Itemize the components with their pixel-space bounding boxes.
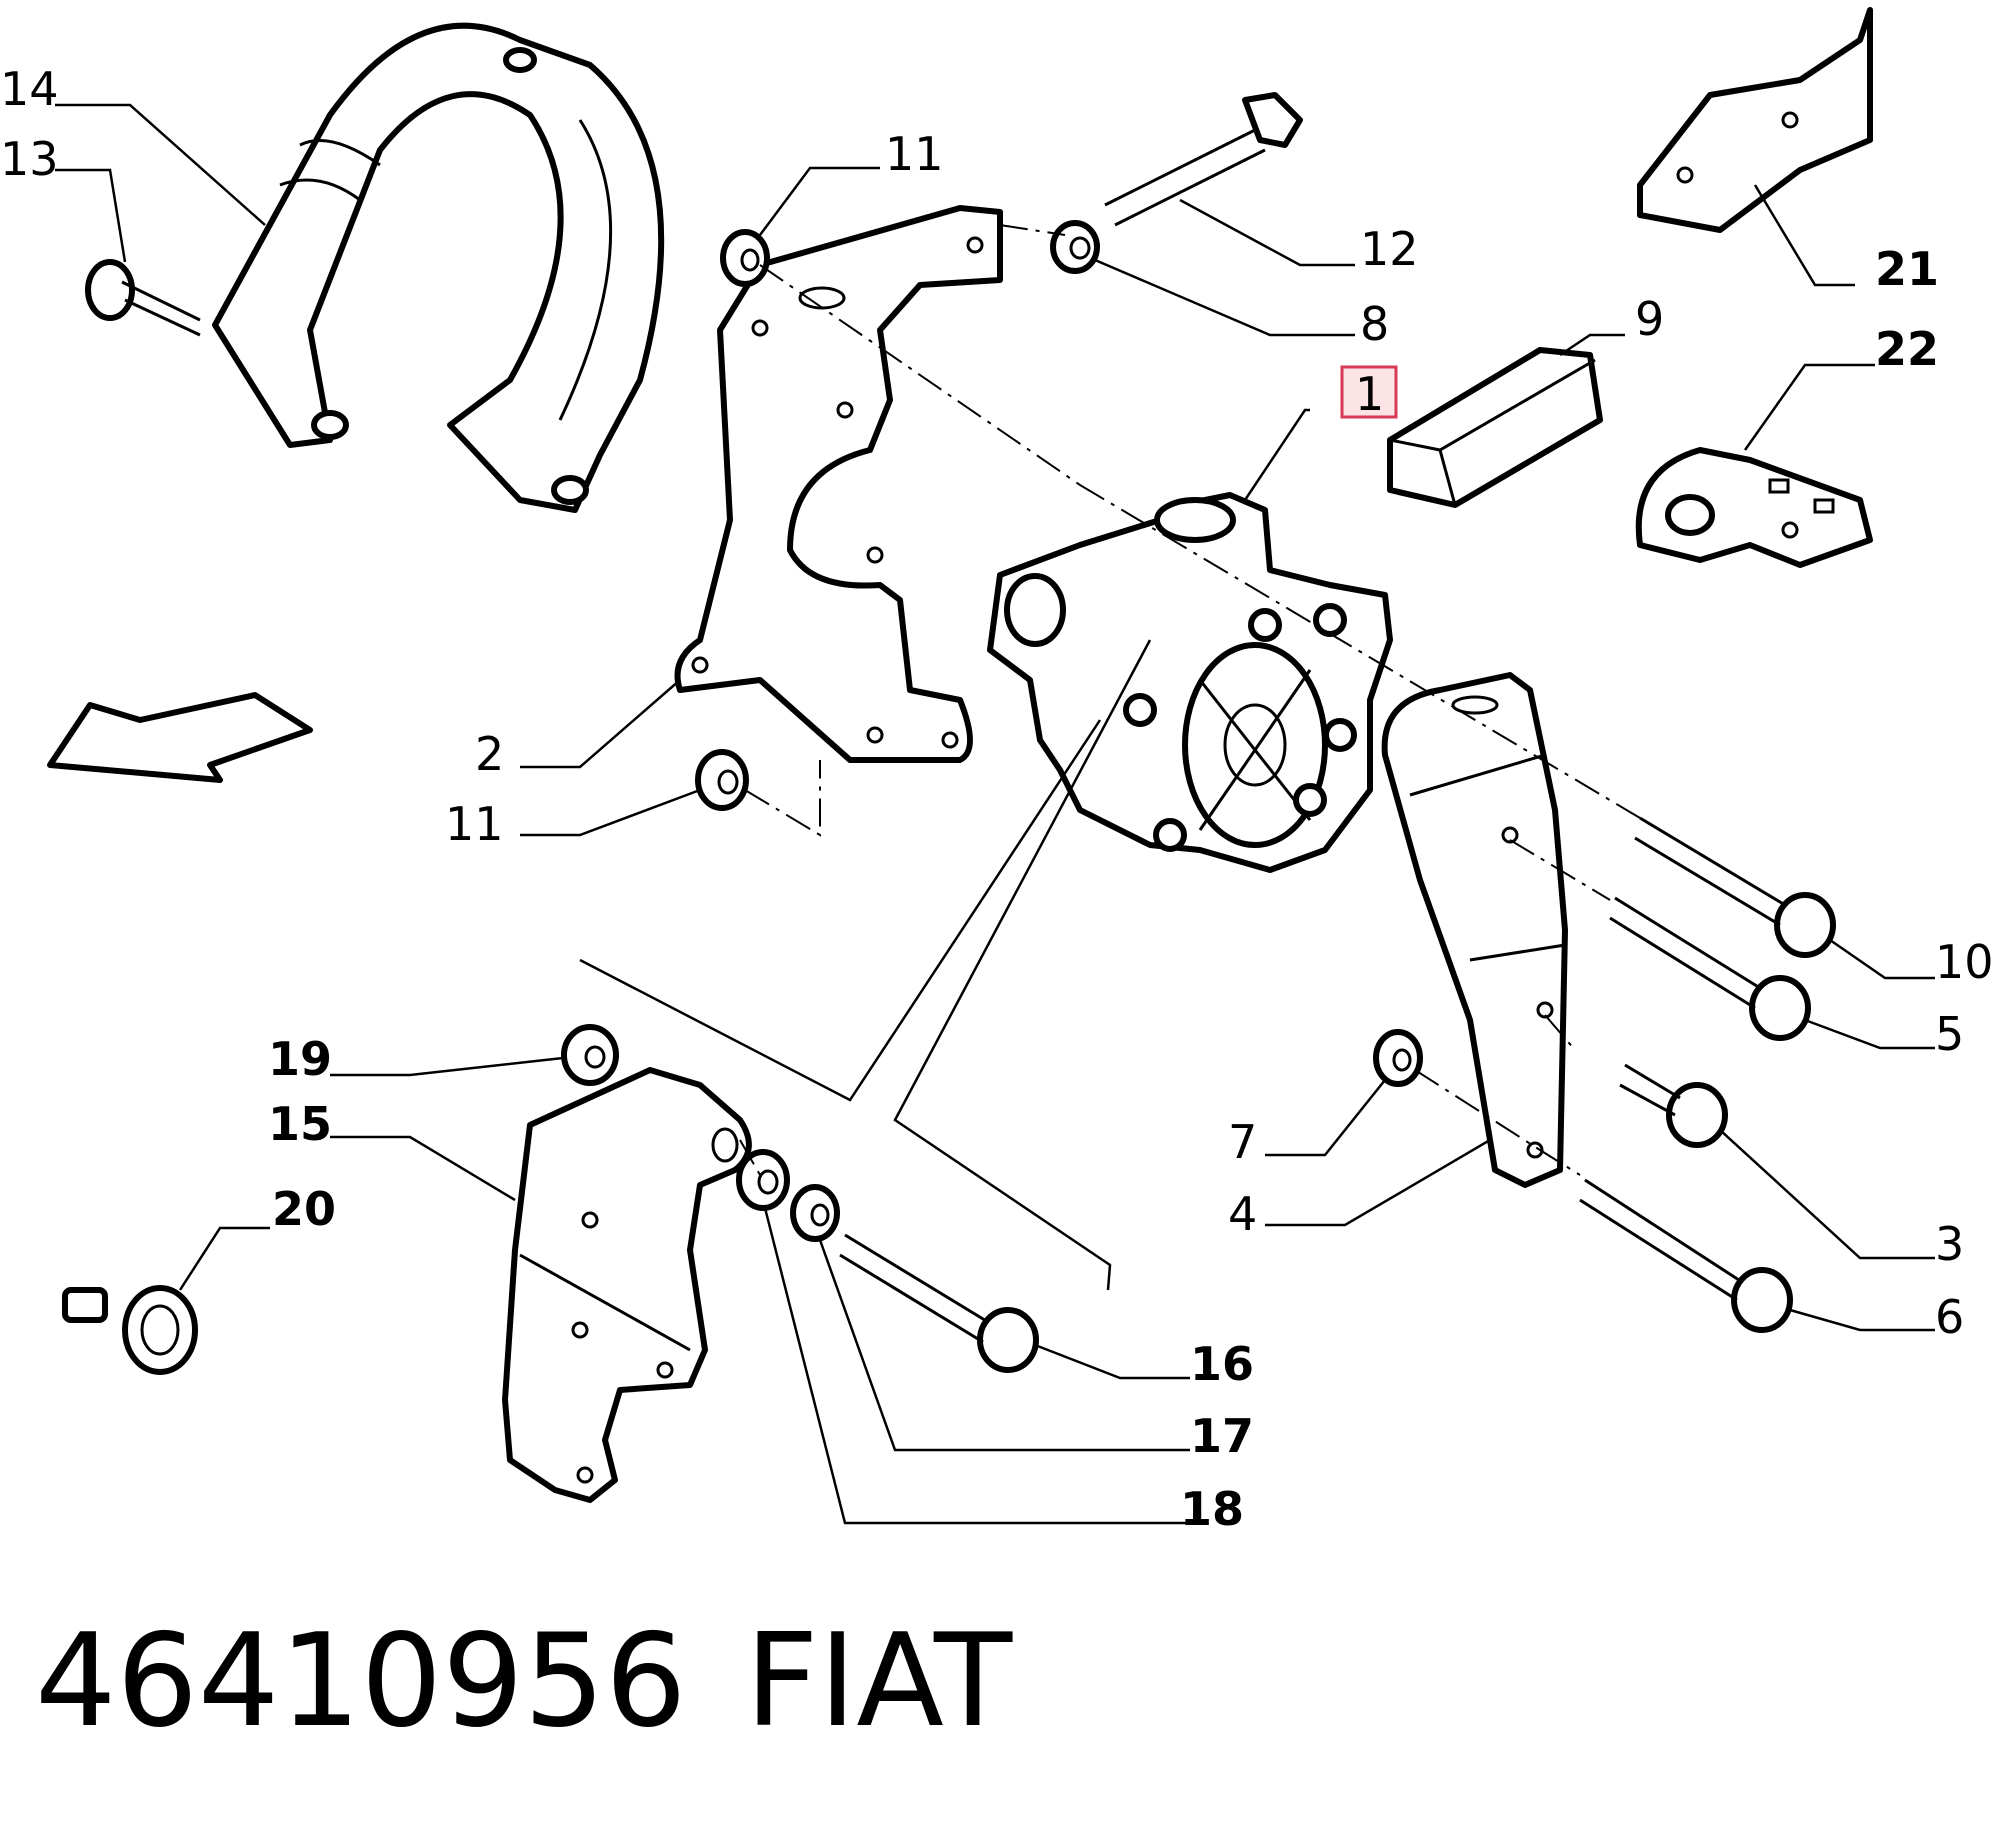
part-2-mounting-plate [674,205,1003,763]
part-7-washer [1373,1029,1423,1087]
callout-10: 10 [1935,935,1992,989]
part-3-bolt [1619,1063,1728,1148]
callout-6: 6 [1935,1290,1964,1344]
part-21-bracket [1637,7,1873,233]
callout-9: 9 [1635,292,1664,346]
callout-11-top: 11 [885,127,944,181]
leader-lines [55,103,1935,1525]
part-6-bolt [1579,1178,1793,1333]
part-10-bolt [1634,816,1836,958]
part-22-bracket [1635,447,1873,568]
callout-7: 7 [1228,1115,1257,1169]
part-15-lower-plate [502,1067,752,1503]
callout-19: 19 [268,1032,332,1086]
callout-1-highlight [1340,365,1398,419]
callout-17: 17 [1190,1409,1254,1463]
part-13-bolt [85,259,201,337]
callout-16: 16 [1190,1337,1254,1391]
brand-name: FIAT [745,1607,1013,1756]
part-11-nut-bottom [695,749,749,811]
callout-11-bottom: 11 [445,797,504,851]
part-14-belt-guard [212,22,665,513]
part-19-nut [561,1024,619,1086]
callout-3: 3 [1935,1217,1964,1271]
callout-2: 2 [475,727,504,781]
part-20-hose-clip [62,1285,198,1375]
part-number: 46410956 [35,1607,687,1756]
callout-8: 8 [1360,297,1389,351]
part-11-nut-top [720,229,770,287]
callout-20: 20 [272,1182,336,1236]
part-9-rubber-block [1387,347,1603,508]
callout-12: 12 [1360,222,1419,276]
part-8-nut [1050,220,1100,274]
callout-21: 21 [1875,242,1939,296]
part-1-pump-assembly [987,492,1393,873]
part-12-long-bolt [1104,92,1303,227]
callout-15: 15 [268,1097,332,1151]
part-5-bolt [1609,896,1811,1041]
part-4-bracket [1381,672,1568,1188]
footer-caption: 46410956 FIAT [35,1607,1013,1756]
part-16-bolt [839,1233,1039,1373]
callout-13: 13 [0,132,59,186]
callout-18: 18 [1180,1482,1244,1536]
callout-22: 22 [1875,322,1939,376]
part-17-spring-washer [790,1184,840,1242]
callout-4: 4 [1228,1187,1257,1241]
direction-arrow [47,692,313,783]
callout-14: 14 [0,62,59,116]
callout-1: 1 [1355,367,1384,421]
part-18-washer [736,1149,790,1211]
callout-5: 5 [1935,1007,1964,1061]
alignment-lines [579,224,1641,1291]
callout-labels: 14 13 11 12 8 21 9 1 22 2 11 10 5 7 4 3 … [0,62,1992,1536]
